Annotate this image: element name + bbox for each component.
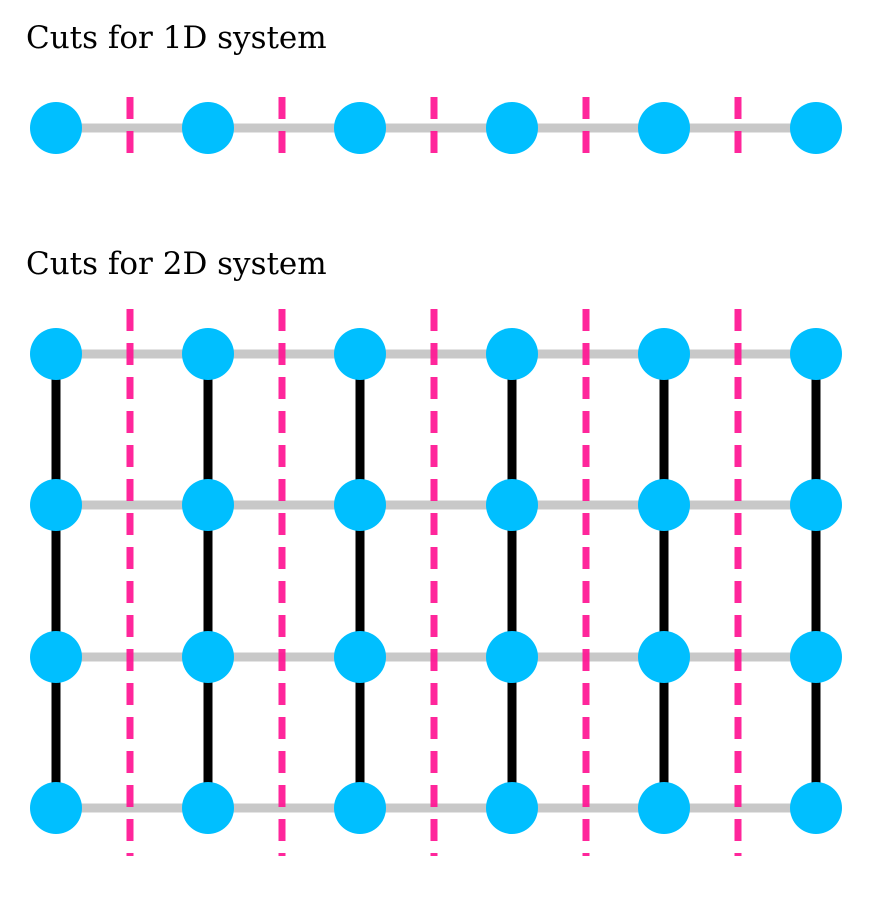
title-1d-system: Cuts for 1D system — [26, 20, 327, 56]
lattice-node — [790, 782, 842, 834]
lattice-node — [182, 328, 234, 380]
lattice-node — [638, 479, 690, 531]
lattice-node — [638, 328, 690, 380]
lattice-node — [30, 102, 82, 154]
lattice-node — [334, 631, 386, 683]
lattice-node — [638, 631, 690, 683]
title-2d-system: Cuts for 2D system — [26, 246, 327, 282]
lattice-node — [486, 631, 538, 683]
lattice-node — [334, 782, 386, 834]
lattice-node — [182, 631, 234, 683]
panel-2d — [30, 309, 842, 856]
panel-1d — [30, 97, 842, 160]
lattice-node — [486, 328, 538, 380]
lattice-node — [334, 479, 386, 531]
lattice-node — [182, 102, 234, 154]
lattice-node — [638, 102, 690, 154]
lattice-node — [334, 102, 386, 154]
lattice-node — [30, 631, 82, 683]
lattice-node — [182, 479, 234, 531]
lattice-node — [486, 782, 538, 834]
lattice-node — [30, 328, 82, 380]
lattice-node — [790, 479, 842, 531]
lattice-node — [486, 102, 538, 154]
lattice-node — [334, 328, 386, 380]
lattice-node — [30, 479, 82, 531]
lattice-node — [790, 328, 842, 380]
lattice-node — [790, 102, 842, 154]
lattice-node — [638, 782, 690, 834]
lattice-node — [182, 782, 234, 834]
lattice-node — [30, 782, 82, 834]
lattice-node — [486, 479, 538, 531]
lattice-node — [790, 631, 842, 683]
